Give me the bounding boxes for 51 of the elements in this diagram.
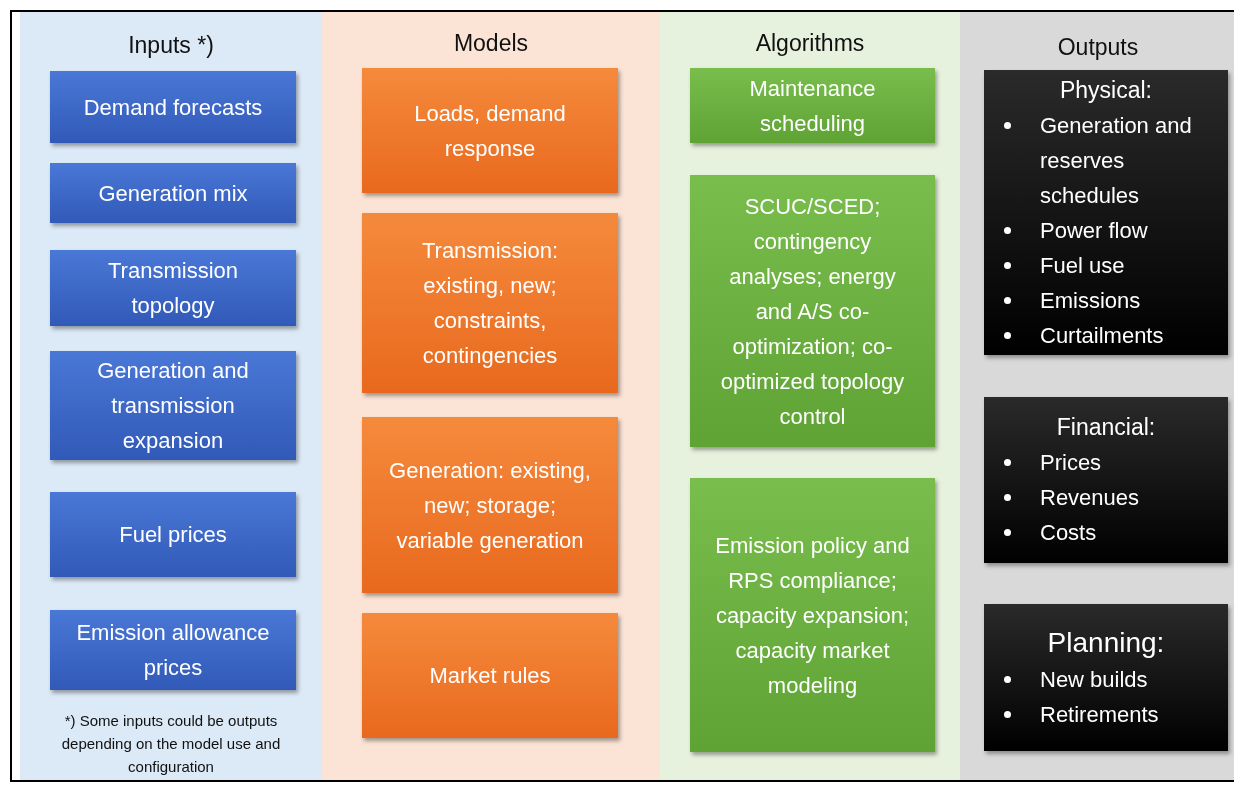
- bullet-item: Retirements: [1040, 700, 1159, 729]
- column-heading: Models: [452, 30, 530, 57]
- box-text: Maintenance scheduling: [748, 74, 877, 138]
- bullet-item: Fuel use: [1040, 251, 1125, 280]
- footnote: *) Some inputs could be outputs depending on the model use and configuration: [60, 711, 282, 777]
- box-text: Loads, demand response: [413, 99, 567, 163]
- card-heading: Financial:: [1055, 413, 1157, 442]
- column-heading: Inputs *): [127, 32, 215, 59]
- bullet-item: New builds: [1040, 665, 1148, 694]
- card-heading: Planning:: [1046, 625, 1166, 660]
- bullet-item: Generation and reserves schedules: [1040, 111, 1193, 210]
- column-band: [20, 12, 322, 780]
- output-card: [984, 397, 1228, 563]
- model-box: [362, 68, 618, 193]
- card-heading: Physical:: [1058, 75, 1153, 105]
- box-text: Fuel prices: [119, 521, 227, 549]
- box-text: SCUC/SCED; contingency analyses; energy and A/S co-optimization; co-optimized topology control: [719, 192, 906, 431]
- input-box: [50, 610, 296, 690]
- algorithm-box: [690, 478, 935, 752]
- input-box: [50, 351, 296, 460]
- algorithm-box: [690, 68, 935, 143]
- bullet-item: Emissions: [1040, 286, 1141, 315]
- algorithm-box: [690, 175, 935, 447]
- bullet-item: Prices: [1040, 449, 1102, 477]
- output-card: [984, 604, 1228, 751]
- box-text: Emission policy and RPS compliance; capacity expansion; capacity market modeling: [714, 531, 911, 700]
- input-box: [50, 163, 296, 223]
- input-box: [50, 492, 296, 577]
- input-box: [50, 250, 296, 326]
- column-band: [322, 12, 660, 780]
- column-heading: Outputs: [1056, 34, 1140, 61]
- input-box: [50, 71, 296, 143]
- box-text: Market rules: [429, 662, 551, 690]
- bullet-item: Costs: [1040, 519, 1097, 547]
- box-text: Transmission: existing, new; constraints, contingencies: [420, 237, 560, 370]
- box-text: Transmission topology: [107, 257, 239, 320]
- model-box: [362, 213, 618, 393]
- model-box: [362, 417, 618, 593]
- box-text: Generation mix: [98, 179, 248, 208]
- column-band: [960, 12, 1234, 780]
- column-band: [660, 12, 960, 780]
- model-box: [362, 613, 618, 738]
- bullet-item: Curtailments: [1040, 321, 1164, 350]
- box-text: Generation: existing, new; storage; variable generation: [388, 456, 592, 555]
- bullet-item: Revenues: [1040, 484, 1140, 512]
- box-text: Demand forecasts: [83, 93, 263, 122]
- bullet-item: Power flow: [1040, 216, 1148, 245]
- column-heading: Algorithms: [754, 30, 866, 57]
- box-text: Generation and transmission expansion: [96, 357, 250, 455]
- box-text: Emission allowance prices: [75, 619, 271, 682]
- output-card: [984, 70, 1228, 355]
